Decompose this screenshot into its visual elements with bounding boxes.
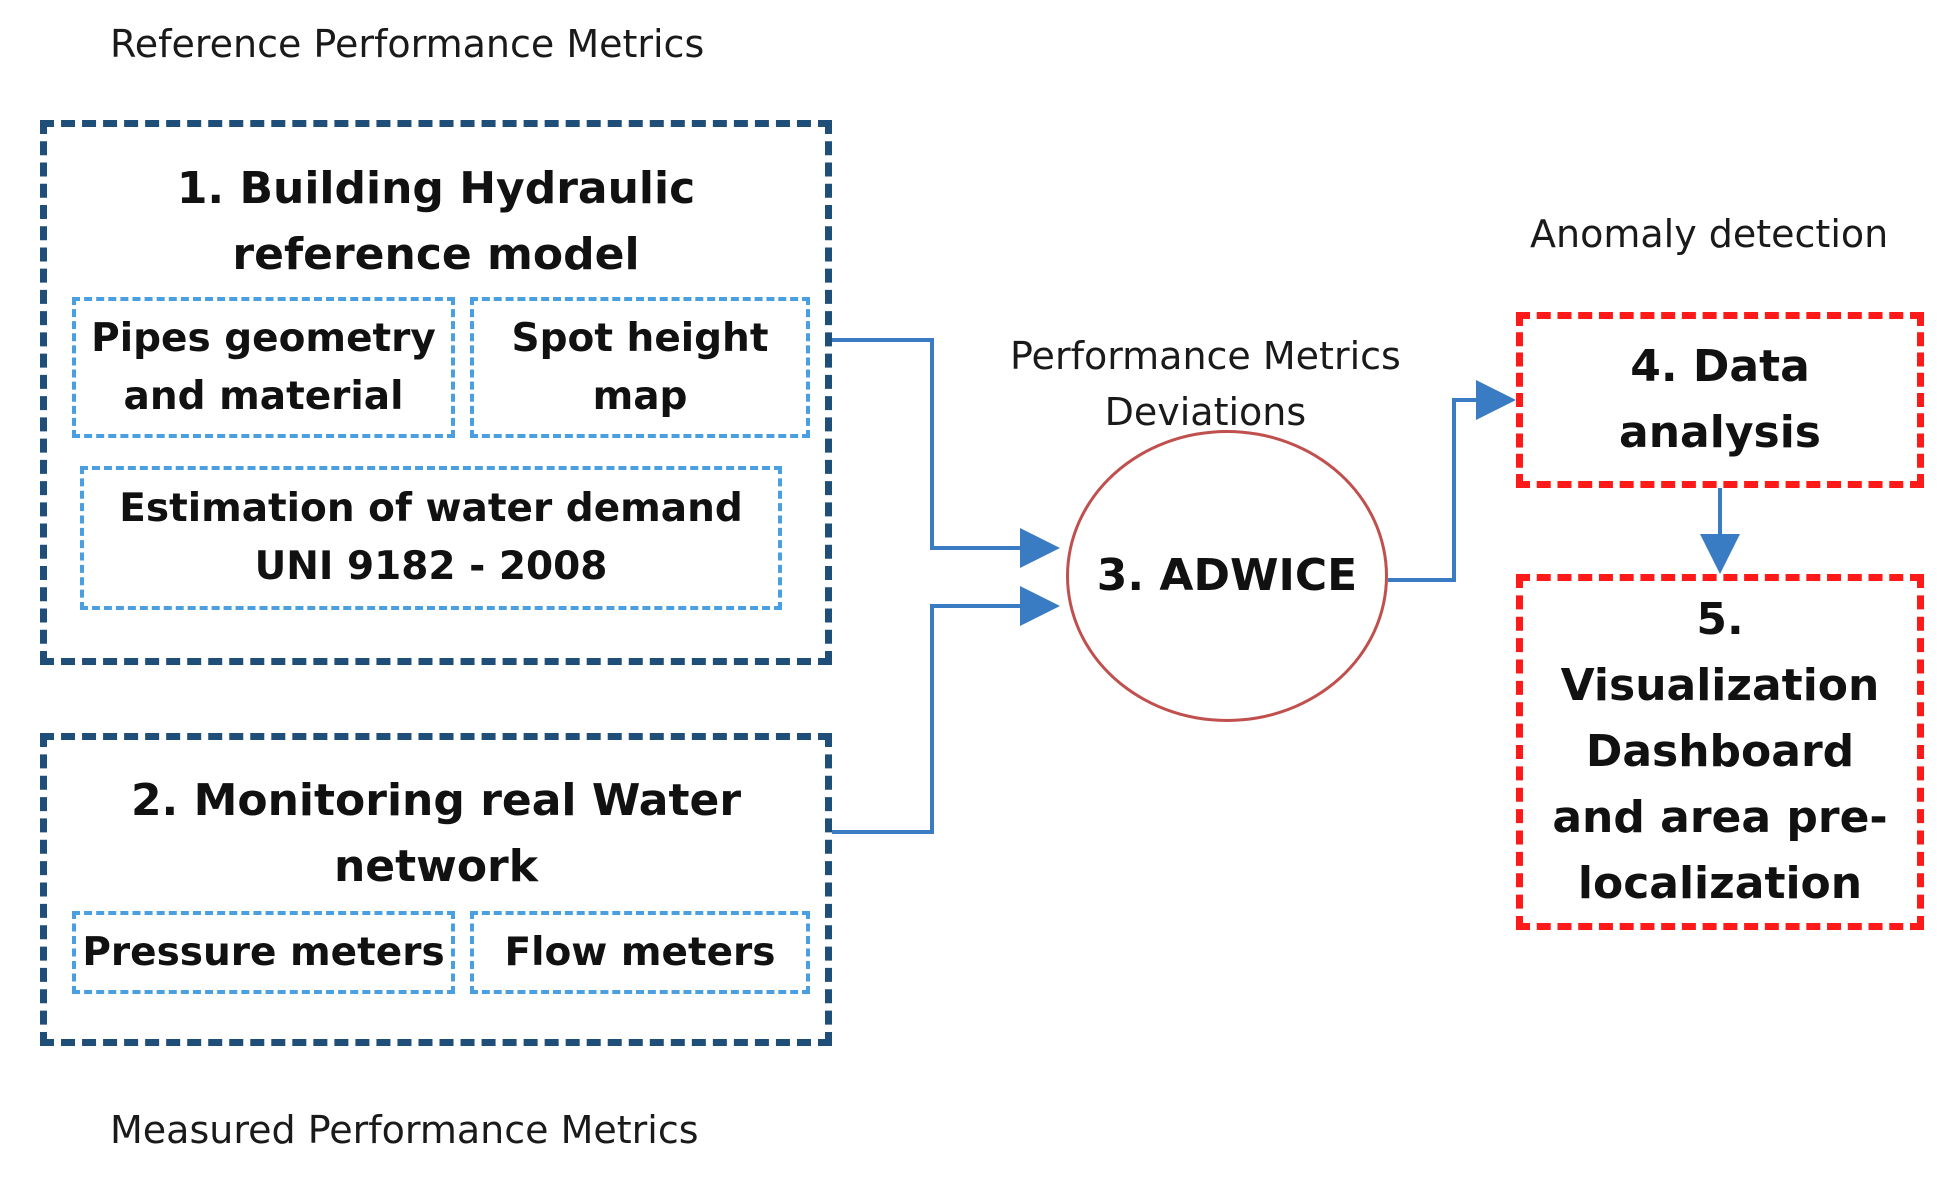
pressure-meters-box: Pressure meters: [72, 911, 455, 994]
data-analysis-box: 4. Data analysis: [1516, 312, 1924, 488]
pressure-meters-label: Pressure meters: [82, 929, 445, 975]
data-analysis-label: 4. Data analysis: [1619, 341, 1821, 458]
flow-meters-label: Flow meters: [504, 929, 776, 975]
arrow-step1-to-adwice: [832, 338, 1060, 568]
spot-height-box: Spot height map: [470, 297, 810, 438]
step1-title: 1. Building Hydraulic reference model: [176, 163, 696, 280]
deviations-label: Performance Metrics Deviations: [1010, 334, 1401, 434]
flow-meters-box: Flow meters: [470, 911, 810, 994]
step2-title: 2. Monitoring real Water network: [130, 775, 742, 892]
measured-metrics-label: Measured Performance Metrics: [110, 1108, 699, 1152]
pipes-geometry-box: Pipes geometry and material: [72, 297, 455, 438]
step1-box: [40, 120, 832, 665]
step2-box: [40, 733, 832, 1046]
water-demand-label: Estimation of water demand UNI 9182 - 20…: [119, 486, 743, 589]
reference-metrics-label: Reference Performance Metrics: [110, 22, 705, 66]
arrow-step2-to-adwice: [832, 586, 1060, 834]
visualization-box: 5. Visualization Dashboard and area pre-…: [1516, 574, 1924, 930]
pipes-geometry-label: Pipes geometry and material: [91, 315, 436, 419]
visualization-label: 5. Visualization Dashboard and area pre-…: [1552, 594, 1888, 909]
anomaly-detection-label: Anomaly detection: [1530, 212, 1889, 256]
spot-height-label: Spot height map: [511, 315, 769, 419]
adwice-node: 3. ADWICE: [1066, 430, 1388, 722]
arrow-adwice-to-data-analysis: [1388, 380, 1516, 582]
water-demand-box: Estimation of water demand UNI 9182 - 20…: [80, 466, 782, 610]
adwice-label: 3. ADWICE: [1096, 550, 1358, 601]
